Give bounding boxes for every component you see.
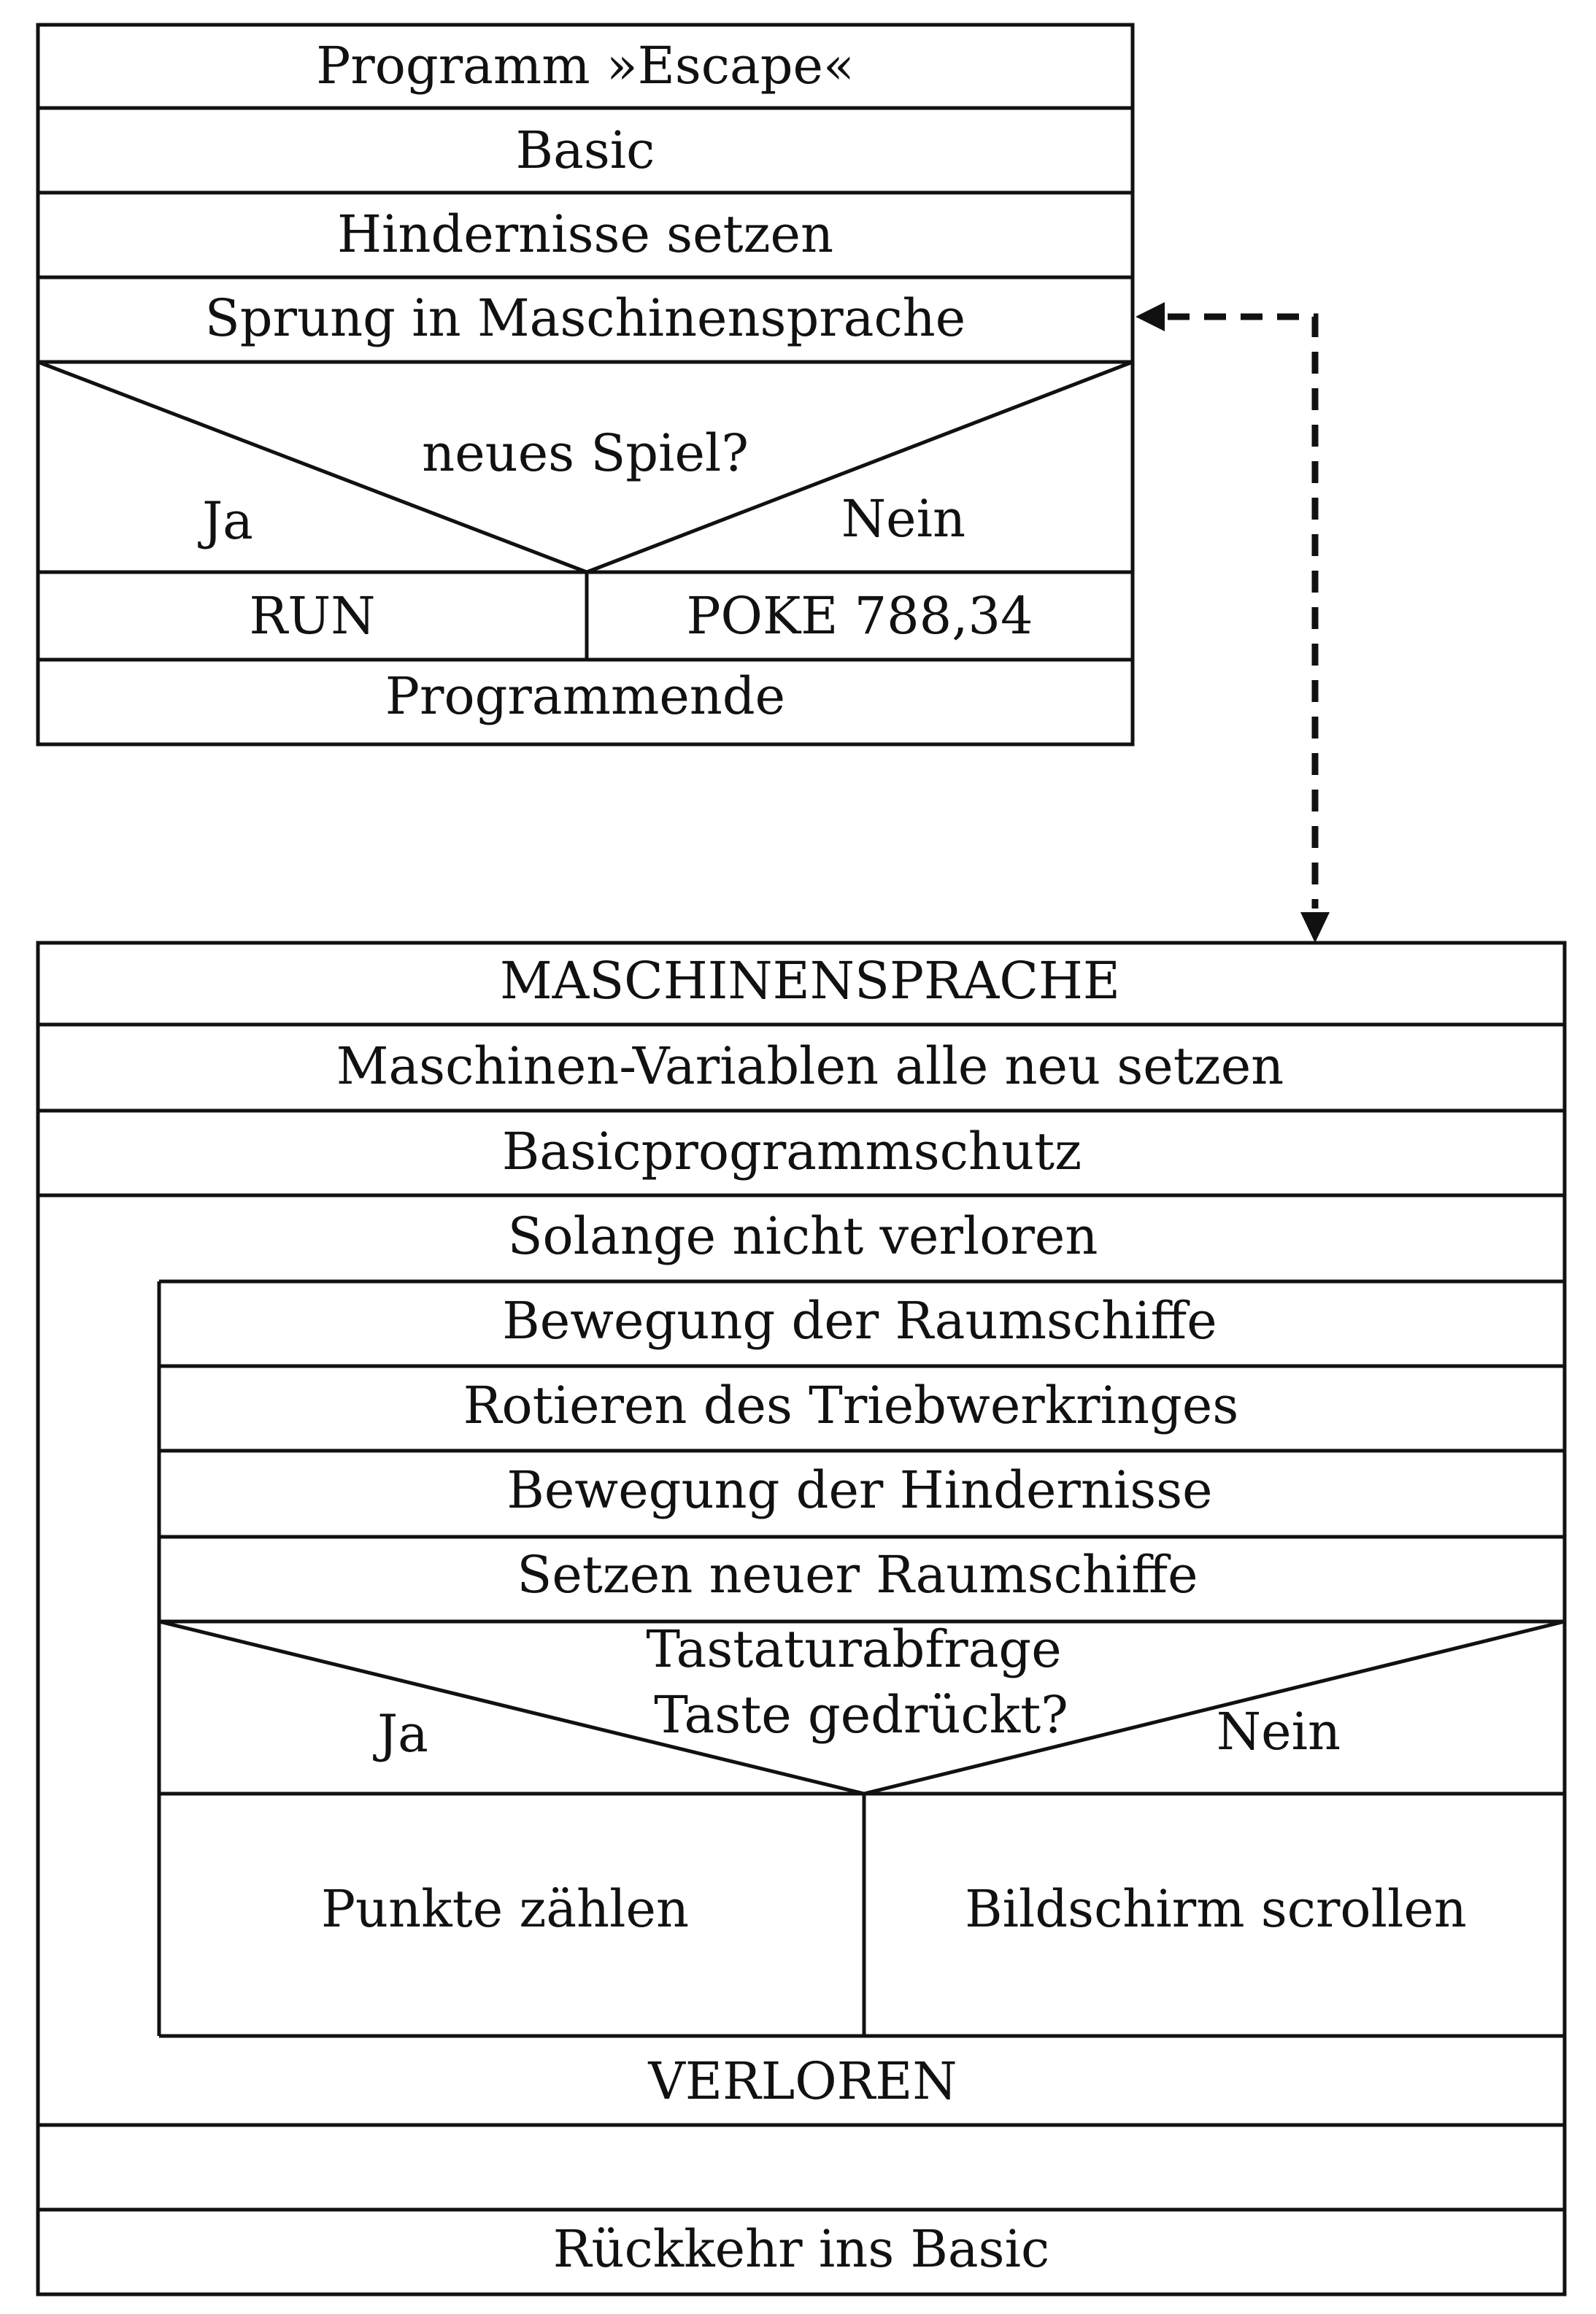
basic-program-block: Programm »Escape« Basic Hindernisse setz… [36, 23, 1135, 747]
decision-question-line1: Tastaturabfrage [646, 1619, 1061, 1679]
decision-diagonal-right [863, 1619, 1565, 1796]
loop-body [157, 1279, 1565, 2038]
dashed-connector [1136, 302, 1330, 943]
lost-label: VERLOREN [647, 2051, 957, 2111]
loop-condition: Solange nicht verloren [508, 1206, 1098, 1266]
basic-step: Basic [516, 120, 655, 180]
machine-step: Basicprogrammschutz [502, 1122, 1082, 1181]
loop-step: Setzen neuer Raumschiffe [517, 1545, 1198, 1605]
machine-language-block: MASCHINENSPRACHE Maschinen-Variablen all… [36, 941, 1567, 2296]
basic-block-frame [36, 23, 1135, 747]
decision-diagonal-right [586, 360, 1133, 574]
branch-no-action: POKE 788,34 [686, 586, 1033, 646]
branch-no-action: Bildschirm scrollen [965, 1879, 1467, 1939]
basic-step: Hindernisse setzen [337, 204, 833, 264]
decision-diagonal-left [37, 360, 587, 574]
machine-step: Maschinen-Variablen alle neu setzen [336, 1036, 1284, 1096]
decision-question: neues Spiel? [422, 423, 749, 483]
branch-yes-action: RUN [250, 586, 376, 646]
loop-step: Bewegung der Hindernisse [506, 1460, 1212, 1520]
decision-diagonal-left [158, 1619, 865, 1796]
decision-question-line2: Taste gedrückt? [654, 1685, 1068, 1745]
decision-yes-label: Ja [198, 491, 253, 551]
machine-block-frame [36, 941, 1567, 2296]
return-label: Rückkehr ins Basic [553, 2219, 1049, 2279]
program-end: Programmende [385, 666, 785, 726]
machine-title: MASCHINENSPRACHE [500, 951, 1120, 1011]
decision-no-label: Nein [1217, 1702, 1341, 1762]
arrowhead-left-icon [1136, 302, 1165, 331]
decision-no-label: Nein [841, 489, 965, 549]
branch-yes-action: Punkte zählen [321, 1879, 689, 1939]
basic-step: Sprung in Maschinensprache [205, 288, 965, 348]
loop-step: Bewegung der Raumschiffe [502, 1291, 1217, 1351]
decision-yes-label: Ja [373, 1704, 428, 1764]
connector-line [1168, 313, 1319, 909]
arrowhead-down-icon [1300, 912, 1330, 943]
program-title: Programm »Escape« [316, 36, 855, 96]
loop-step: Rotieren des Triebwerkringes [463, 1376, 1239, 1435]
